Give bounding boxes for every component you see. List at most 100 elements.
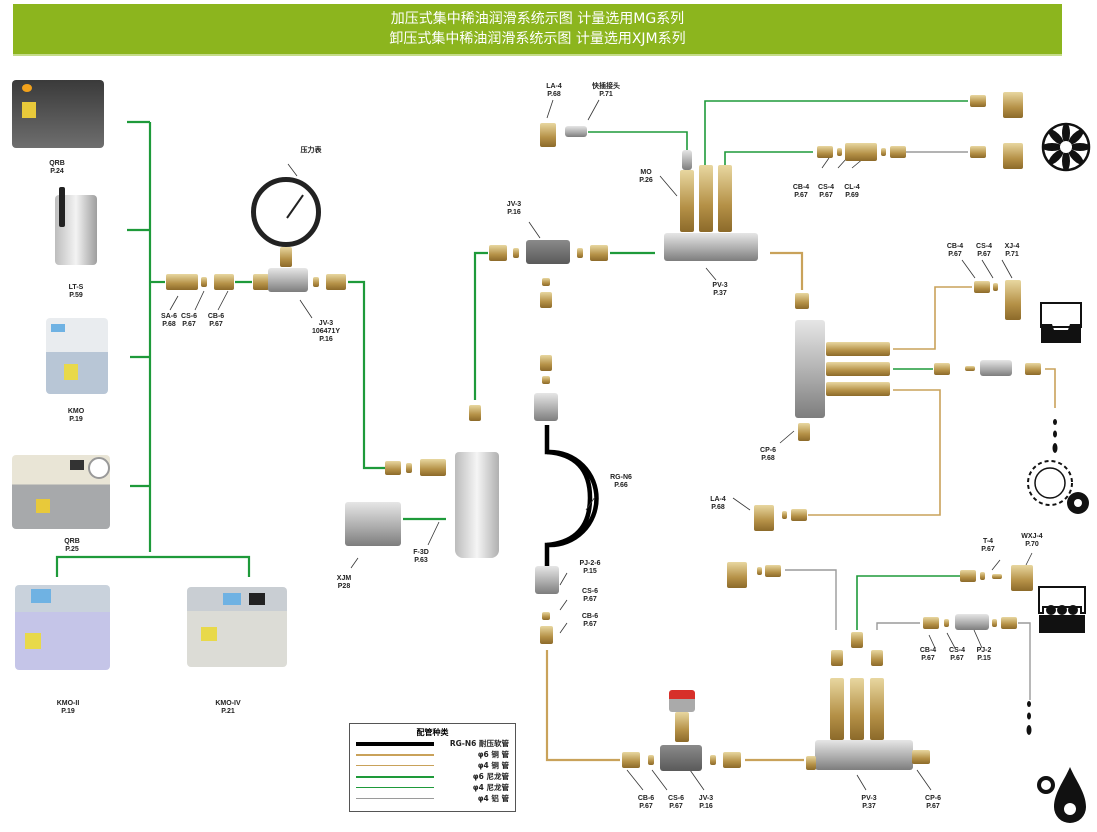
fitting-pj-mid: [980, 360, 1012, 376]
fitting-cb-wxj: [960, 570, 976, 582]
fitting-cb-pv3b-3: [871, 650, 883, 666]
valve-bottom-3: [870, 678, 884, 740]
fitting-cb-jv3b-out: [590, 245, 608, 261]
fitting-cs6-c2: [710, 755, 716, 765]
fitting-la-bottom: [727, 562, 747, 588]
pipe-type-legend: 配管种类 RG-N6 耐压软管 φ6 铜 管 φ4 铜 管 φ6 尼龙管 φ4 …: [349, 723, 516, 812]
valve-right-1: [826, 342, 890, 356]
fitting-cb-filter: [385, 461, 401, 475]
fitting-t4: [992, 574, 1002, 579]
fitting-cb4-b: [974, 281, 990, 293]
pressure-gauge: [251, 177, 321, 247]
fitting-cp6-b: [912, 750, 930, 764]
fitting-cs4-b: [993, 283, 998, 291]
fitting-wxj4: [1011, 565, 1033, 591]
fitting-cb6-c: [622, 752, 640, 768]
fitting-cb4-a: [817, 146, 833, 158]
fitting-cb-pv3b-2: [851, 632, 863, 648]
drip-dots-icon-2: [1026, 701, 1032, 735]
fitting-cs-up: [542, 376, 550, 384]
fitting-cb-filter-out: [469, 405, 481, 421]
fitting-la4-b: [754, 505, 774, 531]
pump-lt-s: [55, 187, 97, 265]
legend-item-nylon4: φ4 尼龙管: [350, 782, 515, 793]
fitting-la-top-1: [1003, 92, 1023, 118]
warning-label: [64, 364, 78, 380]
fitting-la-top-2: [1003, 143, 1023, 169]
pressure-switch-stem: [675, 712, 689, 742]
drip-dots-icon-1: [1052, 419, 1058, 453]
pipe-alu-left: [785, 569, 837, 630]
fitting-t-mid: [965, 366, 975, 371]
warning-label: [36, 499, 50, 513]
fitting-cs-la-bottom: [757, 567, 762, 575]
fitting-cb-jv3b-in: [489, 245, 507, 261]
fitting-cs-wxj: [980, 572, 985, 580]
fitting-cb4-a2: [890, 146, 906, 158]
valve-right-3: [826, 382, 890, 396]
gear-icon: [1027, 460, 1089, 514]
fitting-cs-filter: [406, 463, 412, 473]
pipe-copper-la4: [808, 389, 941, 516]
pipe-nylon-top-1: [704, 100, 968, 165]
header-banner: 加压式集中稀油润滑系统示图 计量选用MG系列 卸压式集中稀油润滑系统示图 计量选…: [13, 4, 1062, 56]
fitting-cb6: [214, 274, 234, 290]
fitting-cb-la4-b: [791, 509, 807, 521]
legend-label: φ4 铝 管: [477, 794, 509, 803]
fitting-cb-pv3b-1: [831, 650, 843, 666]
display-panel: [51, 324, 65, 332]
legend-item-copper4: φ4 铜 管: [350, 760, 515, 771]
fitting-quick-connector: [565, 126, 587, 137]
legend-swatch-nylon6: [356, 775, 434, 778]
legend-label: φ4 铜 管: [477, 761, 509, 770]
title-line-2: 卸压式集中稀油润滑系统示图 计量选用XJM系列: [389, 31, 686, 47]
fitting-cb-jv3b-down: [540, 292, 552, 308]
valve-bottom-1: [830, 678, 844, 740]
legend-item-alu4: φ4 铝 管: [350, 793, 515, 804]
fitting-la4-top: [540, 123, 556, 147]
fitting-cb4-c: [923, 617, 939, 629]
fitting-cs-jv3b-out: [577, 248, 583, 258]
display-panel: [223, 593, 241, 605]
distributor-pv3-upper: [664, 233, 758, 261]
fitting-cb-right-in: [795, 293, 809, 309]
valve-bottom-2: [850, 678, 864, 740]
fitting-cs4-c2: [992, 619, 997, 627]
fitting-cb4-c2: [1001, 617, 1017, 629]
pipe-copper-gear: [1045, 368, 1056, 408]
pipe-alu-pj2: [876, 622, 920, 630]
fitting-cs4-a: [837, 148, 842, 156]
fitting-cb6-jv3-out: [326, 274, 346, 290]
legend-swatch-hose: [356, 741, 434, 746]
legend-label: φ6 铜 管: [477, 750, 509, 759]
pump-kmo: [46, 318, 108, 394]
legend-swatch-alu4: [356, 797, 434, 800]
legend-item-hose: RG-N6 耐压软管: [350, 738, 515, 749]
valve-right-2: [826, 362, 890, 376]
pipe-nylon-filter-up: [473, 251, 488, 400]
fitting-cs4-a2: [881, 148, 886, 156]
legend-label: φ6 尼龙管: [472, 772, 509, 781]
fitting-sa6: [166, 274, 198, 290]
fitting-cb6-b: [540, 626, 553, 644]
filter-f3d: [455, 452, 499, 558]
gauge-needle: [286, 194, 304, 219]
